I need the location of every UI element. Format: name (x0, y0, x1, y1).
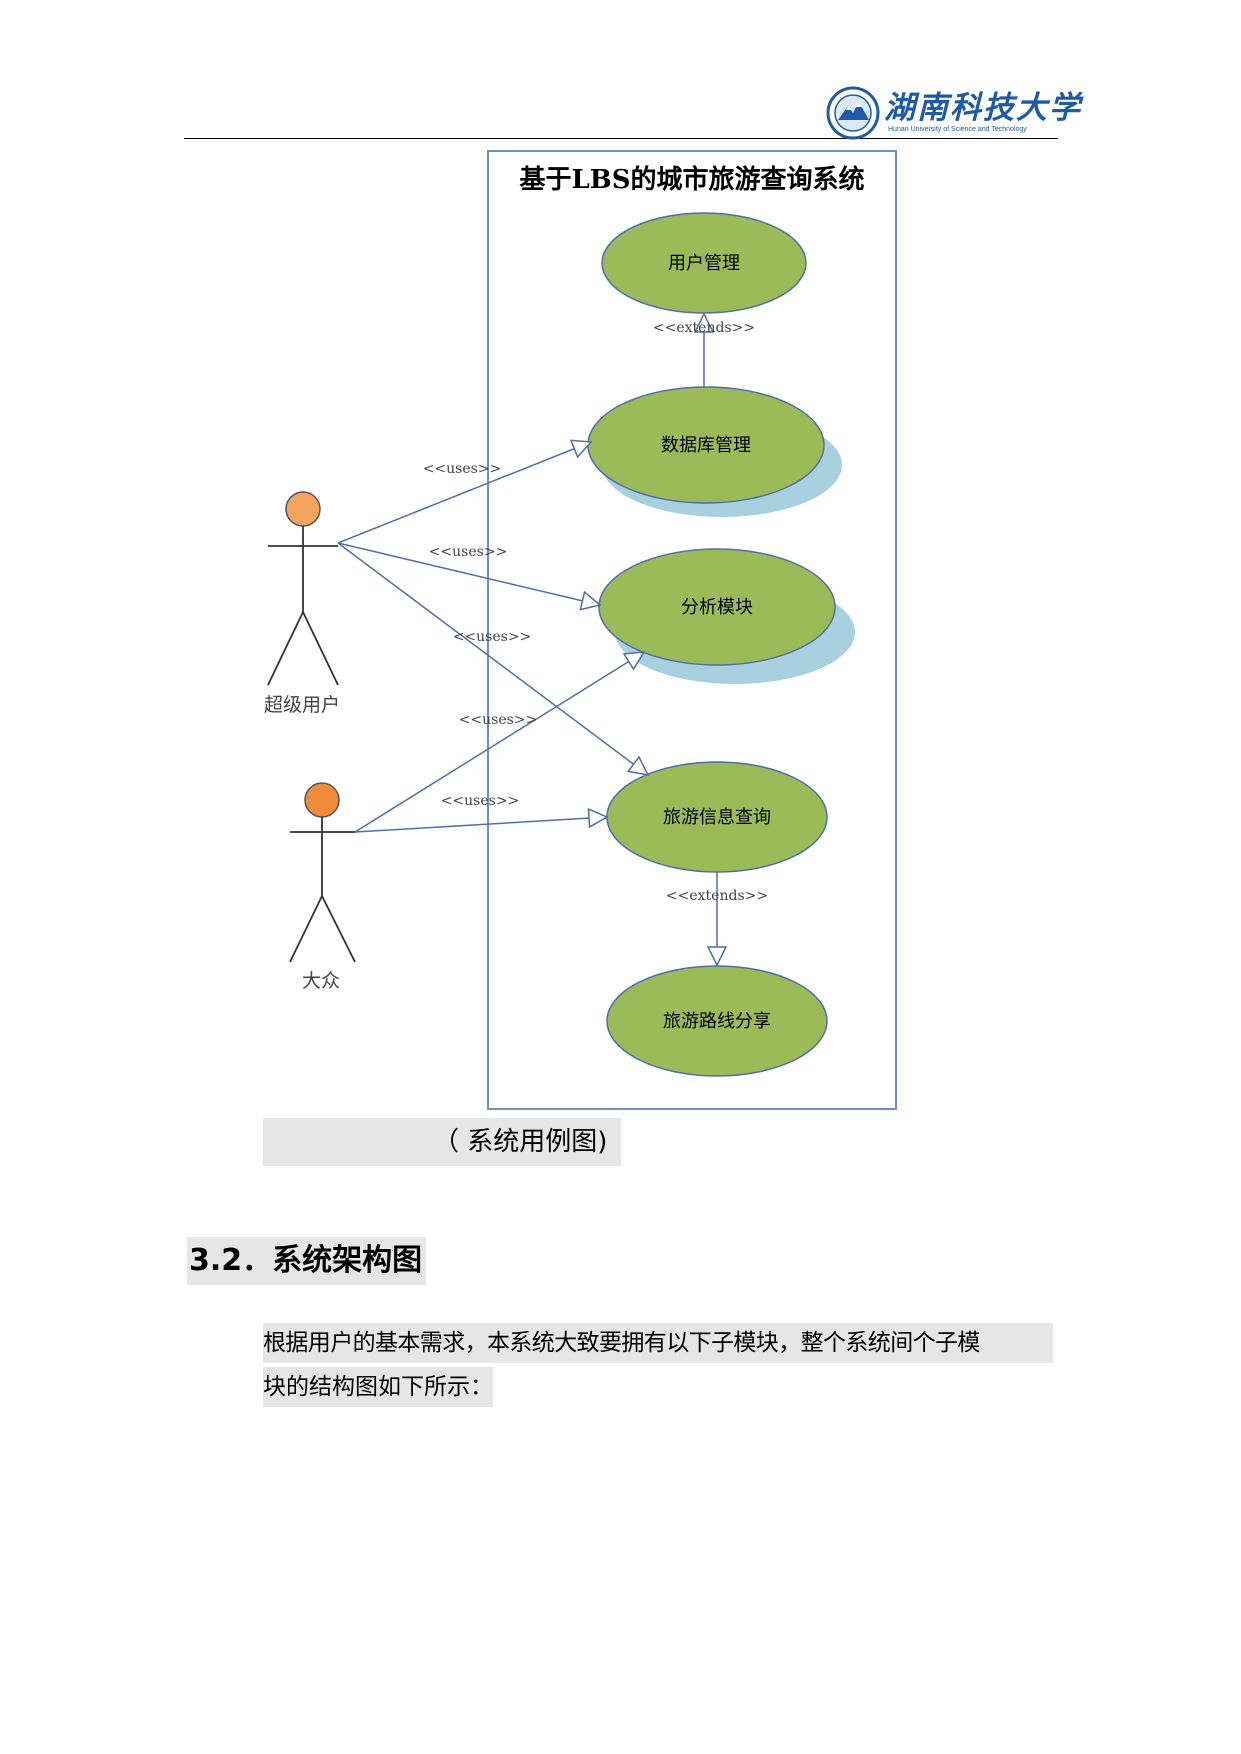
extends-label-top: <<extends>> (653, 320, 755, 336)
paragraph-line-1: 根据用户的基本需求，本系统大致要拥有以下子模块，整个系统间个子模 (263, 1323, 1053, 1363)
use-case-label: 分析模块 (681, 597, 753, 618)
university-name: 湖南科技大学 (884, 90, 1082, 126)
use-case-label: 用户管理 (668, 253, 740, 274)
use-case-analysis-module: 分析模块 (598, 548, 836, 666)
uses-label: <<uses>> (423, 461, 502, 477)
use-case-label: 旅游信息查询 (663, 807, 771, 828)
uses-arrow-public-query (354, 817, 607, 833)
actor-head (304, 782, 340, 818)
uses-label: <<uses>> (429, 544, 508, 560)
section-heading: 3.2．系统架构图 (187, 1237, 427, 1285)
use-case-user-management: 用户管理 (601, 212, 807, 314)
uses-label: <<uses>> (459, 712, 538, 728)
use-case-database-management: 数据库管理 (587, 386, 825, 504)
use-case-label: 旅游路线分享 (663, 1011, 771, 1032)
actor-label: 超级用户 (264, 694, 340, 716)
university-logo: 湖南科技大学 Hunan University of Science and T… (826, 82, 1080, 142)
university-english-name: Hunan University of Science and Technolo… (888, 126, 1027, 133)
uses-label: <<uses>> (453, 629, 532, 645)
figure-caption: （ 系统用例图) (263, 1118, 621, 1166)
paragraph-line-2: 块的结构图如下所示： (263, 1367, 493, 1407)
actor-label: 大众 (302, 970, 340, 992)
use-case-travel-info-query: 旅游信息查询 (606, 761, 828, 873)
uses-arrow-public-analysis (354, 652, 644, 833)
extends-label-bottom: <<extends>> (666, 888, 768, 904)
uses-arrow-super-user-query (337, 542, 648, 775)
use-case-diagram: 基于LBS的城市旅游查询系统 用户管理 数据库管理 分析模块 旅游信息查询 旅游… (264, 150, 897, 1110)
system-title: 基于LBS的城市旅游查询系统 (519, 164, 864, 195)
header-rule (184, 138, 1058, 139)
actor-public: 大众 (289, 782, 356, 992)
uses-label: <<uses>> (441, 793, 520, 809)
actor-head (285, 491, 321, 527)
use-case-label: 数据库管理 (661, 435, 751, 456)
actor-super-user: 超级用户 (264, 491, 340, 716)
use-case-route-sharing: 旅游路线分享 (606, 965, 828, 1077)
university-emblem-icon (826, 86, 880, 140)
uses-arrow-super-user-database (337, 442, 591, 544)
uses-arrow-super-user-analysis (337, 542, 600, 605)
